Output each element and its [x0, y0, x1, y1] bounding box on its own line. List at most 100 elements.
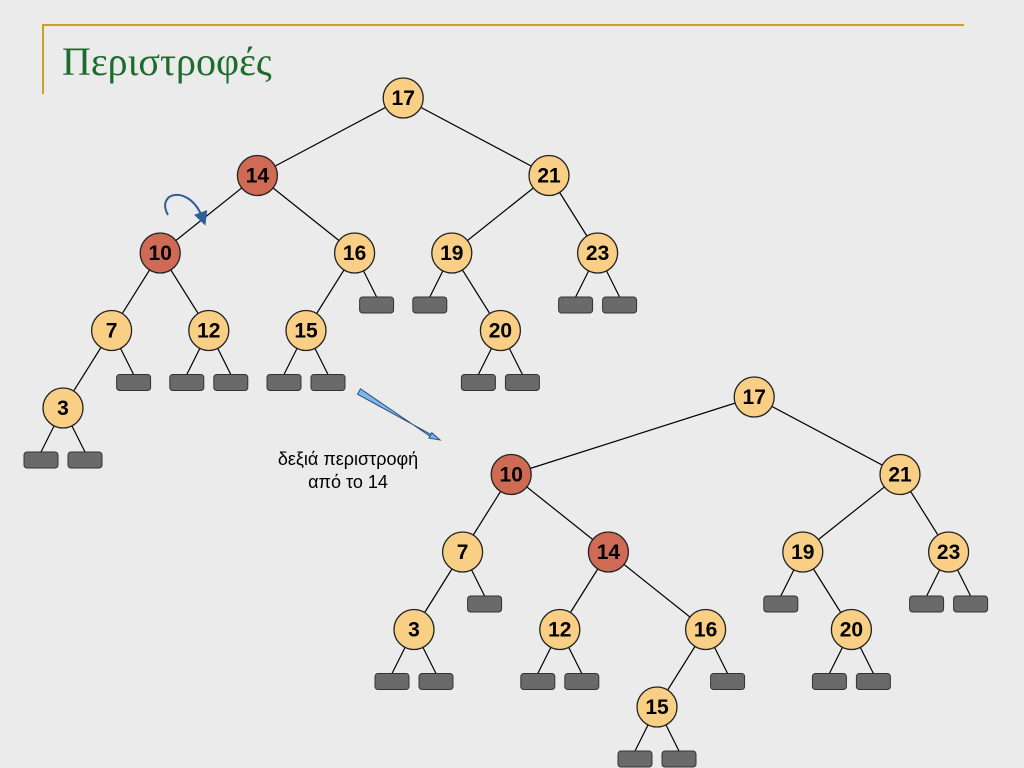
node-circle: [431, 232, 473, 274]
node-key: 20: [489, 320, 512, 343]
node-key: 14: [246, 165, 270, 188]
null-leaf: [564, 673, 600, 690]
node-circle: [636, 686, 678, 728]
null-leaf: [116, 374, 152, 391]
null-leaf: [67, 451, 103, 469]
node-key: 15: [294, 320, 318, 343]
node-circle: [733, 376, 775, 418]
null-leaf: [374, 673, 410, 690]
node-key: 21: [537, 165, 561, 188]
node-circle: [90, 309, 133, 352]
tree-node-12: 12: [539, 608, 581, 651]
node-key: 7: [106, 320, 118, 343]
tree-node-17: 17: [382, 77, 424, 119]
tree-edge: [257, 175, 355, 254]
tree-node-19: 19: [782, 531, 824, 573]
node-circle: [528, 154, 570, 197]
tree-node-17: 17: [733, 376, 775, 418]
tree-node-10: 10: [490, 453, 532, 496]
node-circle: [539, 608, 581, 651]
tree-edge: [159, 175, 258, 254]
node-circle: [479, 309, 522, 352]
node-key: 12: [197, 320, 220, 343]
tree-node-23: 23: [576, 232, 619, 274]
node-key: 19: [440, 242, 463, 265]
tree-node-7: 7: [90, 309, 133, 352]
null-leaf: [602, 296, 638, 314]
null-leaf: [460, 374, 496, 391]
tree-node-20: 20: [830, 608, 873, 651]
null-leaf: [359, 296, 395, 314]
tree-edge: [257, 97, 404, 177]
null-leaf: [23, 451, 59, 469]
node-circle: [333, 232, 376, 274]
node-key: 17: [392, 87, 415, 110]
null-leaf: [504, 374, 540, 391]
tree-node-23: 23: [927, 531, 970, 573]
tree-node-7: 7: [441, 531, 484, 573]
node-circle: [441, 531, 484, 573]
tree-node-10: 10: [139, 232, 181, 274]
node-key: 19: [791, 541, 814, 564]
tree-edge: [802, 474, 901, 553]
tree-edge: [608, 551, 706, 630]
null-leaf: [467, 595, 503, 613]
tree-node-20: 20: [479, 309, 522, 352]
node-circle: [490, 453, 532, 496]
node-key: 17: [743, 386, 766, 409]
node-key: 10: [149, 242, 172, 265]
tree-node-3: 3: [393, 608, 435, 651]
null-leaf: [811, 673, 847, 690]
tree-node-14: 14: [236, 154, 279, 197]
node-circle: [782, 531, 824, 573]
caption-line-2: από το 14: [308, 472, 388, 492]
node-circle: [42, 387, 84, 429]
null-leaf: [617, 750, 653, 768]
accent-rule-top: [42, 24, 964, 26]
node-key: 23: [937, 541, 960, 564]
slide-title: Περιστροφές: [62, 39, 272, 84]
tree-edge: [510, 474, 609, 553]
tree-edge: [451, 175, 550, 254]
rotation-arrow-icon: [164, 193, 208, 226]
node-circle: [188, 309, 230, 352]
accent-rule-left: [42, 24, 44, 94]
tree-node-16: 16: [333, 232, 376, 274]
node-key: 20: [840, 619, 863, 642]
null-leaf: [909, 595, 945, 613]
tree-node-21: 21: [528, 154, 570, 197]
null-leaf: [266, 374, 302, 391]
tree-edge: [753, 396, 901, 476]
tree-node-15: 15: [636, 686, 678, 728]
node-key: 12: [548, 619, 571, 642]
tree-node-3: 3: [42, 387, 84, 429]
null-leaf: [558, 296, 594, 314]
node-key: 21: [888, 464, 912, 487]
node-key: 3: [57, 397, 69, 420]
null-leaf: [418, 673, 454, 690]
null-leaf: [520, 673, 556, 690]
tree-node-12: 12: [188, 309, 230, 352]
null-leaf: [763, 595, 799, 613]
tree-node-19: 19: [431, 232, 473, 274]
rotation-caption: δεξιά περιστροφή από το 14: [248, 448, 448, 494]
node-key: 16: [694, 619, 717, 642]
null-leaf: [855, 673, 891, 690]
node-key: 10: [500, 464, 523, 487]
node-key: 14: [597, 541, 621, 564]
node-circle: [285, 309, 327, 352]
null-leaf: [169, 374, 205, 391]
node-key: 16: [343, 242, 366, 265]
node-key: 7: [457, 541, 469, 564]
tree-edge: [402, 97, 550, 177]
null-leaf: [213, 374, 249, 391]
node-circle: [830, 608, 873, 651]
node-key: 3: [408, 619, 420, 642]
node-circle: [587, 531, 630, 573]
tree-edge: [511, 396, 755, 476]
node-circle: [236, 154, 279, 197]
node-circle: [139, 232, 181, 274]
node-key: 15: [645, 696, 669, 719]
